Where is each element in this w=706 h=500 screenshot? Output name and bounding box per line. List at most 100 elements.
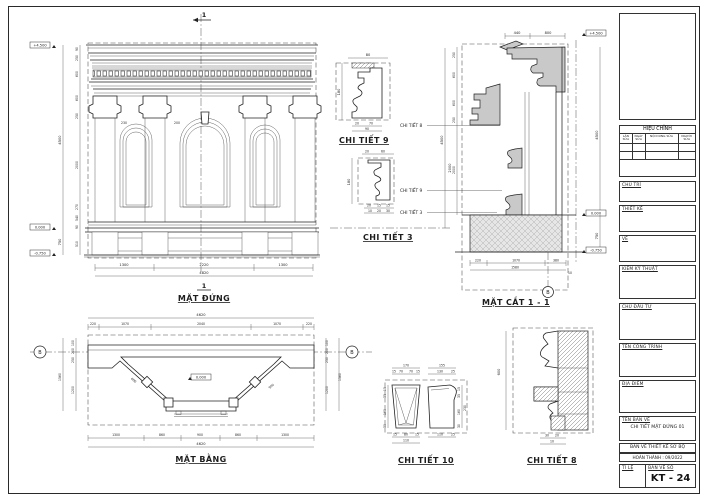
completed-text: HOÀN THÀNH : 09/2022 — [632, 455, 683, 460]
dim: 100 — [325, 340, 329, 346]
dentil-band — [92, 69, 312, 78]
dim: 30 — [545, 434, 549, 438]
number-box: TỈ LỆ BẢN VẼ SỐ KT - 24 — [619, 464, 696, 488]
elevation-view: 1 — [29, 11, 322, 303]
title-block: HIỆU CHỈNH LẦN SỬA NGÀY SỬA NỘI DUNG SỬA… — [617, 6, 698, 492]
dim: 1560 — [338, 373, 342, 381]
dim: 180 — [337, 88, 341, 96]
elevation-bottom-dims: 1300 2220 1300 4820 — [94, 263, 314, 277]
dim: 250 — [71, 357, 75, 363]
detail8-title: CHI TIẾT 8 — [527, 453, 577, 465]
detail-8: 600 30 20 10 CHI TIẾT 8 — [497, 327, 594, 465]
pilaster-capitals — [88, 95, 322, 119]
scale-label: TỈ LỆ — [622, 466, 634, 471]
field-label: ĐỊA ĐIỂM — [622, 382, 644, 387]
dim: 440 — [514, 31, 522, 35]
drawing-number: KT - 24 — [650, 473, 691, 484]
dim: 1300 — [112, 433, 120, 437]
section-view: 440 800 250 600 600 250 2000 — [452, 29, 607, 307]
dim: 20 — [365, 150, 369, 154]
dim: 15 — [377, 204, 381, 208]
grid-bubble-b-left: B — [38, 350, 42, 356]
dim: 70 — [399, 370, 403, 374]
svg-text:-0.750: -0.750 — [34, 252, 46, 256]
stage-box: BẢN VẼ THIẾT KẾ SƠ BỘ — [619, 443, 696, 453]
elevation-left-dims: 4500 750 90 250 600 600 250 2000 270 540… — [58, 45, 81, 255]
callout-detail3: CHI TIẾT 3 — [400, 208, 422, 216]
level-tag-neg: -0.750 — [29, 249, 56, 257]
svg-text:+4.500: +4.500 — [589, 32, 603, 36]
dim: 80 — [366, 53, 371, 57]
dim: 230 — [463, 405, 467, 411]
field-label: VẼ — [622, 237, 629, 242]
dim: 70 — [369, 122, 373, 126]
detail-9: 80 180 20 70 90 CHI TIẾT 9 — [335, 53, 391, 145]
dim: 1070 — [512, 259, 520, 263]
svg-text:+4.500: +4.500 — [33, 44, 47, 48]
section-callouts: CHI TIẾT 8 CHI TIẾT 9 CHI TIẾT 3 4500 20… — [400, 48, 502, 228]
dim: 10 — [550, 440, 554, 444]
detail-10: 170 15 70 70 15 155 130 25 15 35 160 30 … — [383, 364, 468, 465]
revision-col-nguoi-sua: NGƯỜI SỬA — [678, 134, 695, 144]
field-ve: VẼ — [619, 235, 696, 262]
plan-title: MẶT BẰNG — [175, 452, 226, 464]
plan-view: 4620 220 1070 2040 1070 220 B B — [30, 313, 372, 464]
field-dia-diem: ĐỊA ĐIỂM — [619, 380, 696, 413]
section-level-neg: -0.750 — [582, 246, 607, 254]
field-ten-cong-trinh: TÊN CÔNG TRÌNH — [619, 343, 696, 377]
dim: 15 — [416, 370, 420, 374]
dim: 1200 — [71, 386, 75, 394]
dim: 160 — [383, 409, 387, 415]
dim: 1560 — [58, 373, 62, 381]
keystone — [200, 111, 210, 125]
dim: 800 — [545, 31, 553, 35]
dim: 540 — [75, 215, 79, 221]
dim: 1200 — [325, 386, 329, 394]
dim: 30 — [383, 424, 387, 428]
dim: 2000 — [75, 161, 79, 169]
dim: 220 — [306, 322, 312, 326]
revision-title: HIỆU CHỈNH — [620, 126, 695, 134]
dim: 15 — [386, 204, 390, 208]
dim: 100 — [71, 340, 75, 346]
dim: 4500 — [595, 130, 599, 140]
field-label: THIẾT KẾ — [622, 207, 643, 212]
dim: 30 — [386, 209, 390, 213]
dim: 250 — [325, 357, 329, 363]
dim: 1300 — [281, 433, 289, 437]
field-label: KIỂM KỸ THUẬT — [622, 267, 658, 272]
dim: 750 — [595, 232, 599, 240]
dim-total: 4620 — [196, 442, 206, 446]
svg-text:-0.750: -0.750 — [590, 249, 602, 253]
dim-total: 4820 — [199, 271, 209, 275]
dim: 90 — [75, 225, 79, 229]
dim: 20 — [355, 122, 359, 126]
dim: 160 — [457, 409, 461, 415]
drawing-name-box: TÊN BẢN VẼ CHI TIẾT MẶT ĐỨNG 01 — [619, 416, 696, 441]
detail10-title: CHI TIẾT 10 — [398, 453, 454, 465]
view-number: 1 — [202, 282, 207, 290]
section-flag-top: 1 — [193, 11, 211, 23]
svg-text:0.000: 0.000 — [591, 212, 602, 216]
dim: 15 — [383, 387, 387, 391]
level-tag-zero: 0.000 — [29, 223, 56, 231]
dim: 900 — [268, 383, 275, 390]
dim: 900 — [197, 433, 203, 437]
pilaster-shafts — [94, 118, 316, 222]
revision-col-lan-sua: LẦN SỬA — [620, 134, 633, 144]
elevation-title: MẶT ĐỨNG — [178, 292, 230, 303]
dim: 10 — [568, 271, 572, 275]
detail-3: 20 60 180 20 15 15 10 20 30 CHI TIẾT 3 — [330, 150, 450, 242]
dim: 20 — [367, 204, 371, 208]
grid-bubble-b: B — [546, 290, 550, 296]
dim: 600 — [130, 377, 137, 384]
revision-col-noi-dung: NỘI DUNG SỬA — [645, 134, 679, 144]
drawing-area: 1 — [29, 11, 607, 465]
dim: 510 — [75, 241, 79, 247]
dim: 20 — [377, 209, 381, 213]
dim: 220 — [90, 322, 96, 326]
dim: 2000 — [448, 163, 452, 173]
number-label: BẢN VẼ SỐ — [648, 466, 674, 471]
dim-4500: 4500 — [58, 135, 62, 145]
